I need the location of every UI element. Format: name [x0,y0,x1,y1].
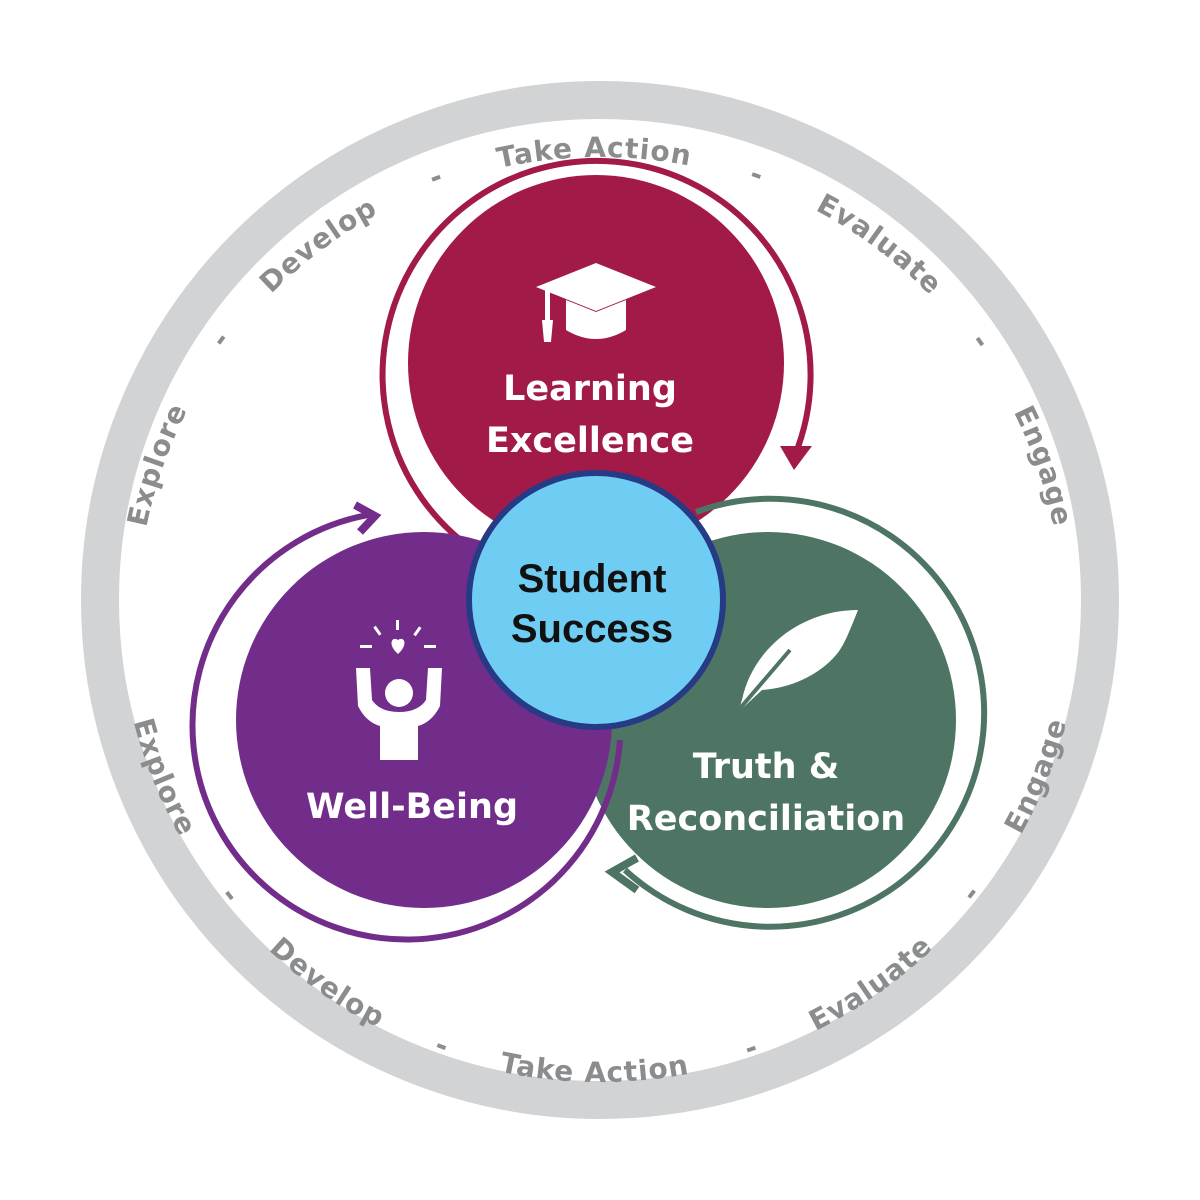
learning-arrowhead [780,446,812,470]
center-title-line1: Student [518,557,667,601]
ring-sep-1: - [203,324,237,354]
ring-sep-3: - [746,157,769,192]
person-heart-icon [356,620,442,760]
ring-label-take-action-top: Take Action [494,131,695,175]
wellbeing-cycle-arrow [189,512,623,943]
wellbeing-title: Well-Being [306,787,518,827]
student-success-circle [466,470,726,730]
truth-arrowhead [604,854,640,894]
ring-sep-2: - [424,160,446,195]
learning-cycle-arrow [379,157,814,556]
center-title-line2: Success [511,607,673,651]
ring-label-take-action-bottom: Take Action [498,1046,692,1089]
learning-title-line1: Learning [503,369,677,409]
truth-cycle-arrow [622,495,988,930]
feather-icon [728,610,858,722]
graduation-cap-icon [536,263,656,342]
wellbeing-arrowhead [353,501,382,535]
truth-title-line1: Truth & [693,747,840,787]
ring-sep-4: - [964,326,998,356]
outer-ring [81,81,1119,1119]
learning-excellence-circle [408,175,784,551]
truth-title-line2: Reconciliation [627,799,905,839]
learning-title-line2: Excellence [486,421,694,461]
